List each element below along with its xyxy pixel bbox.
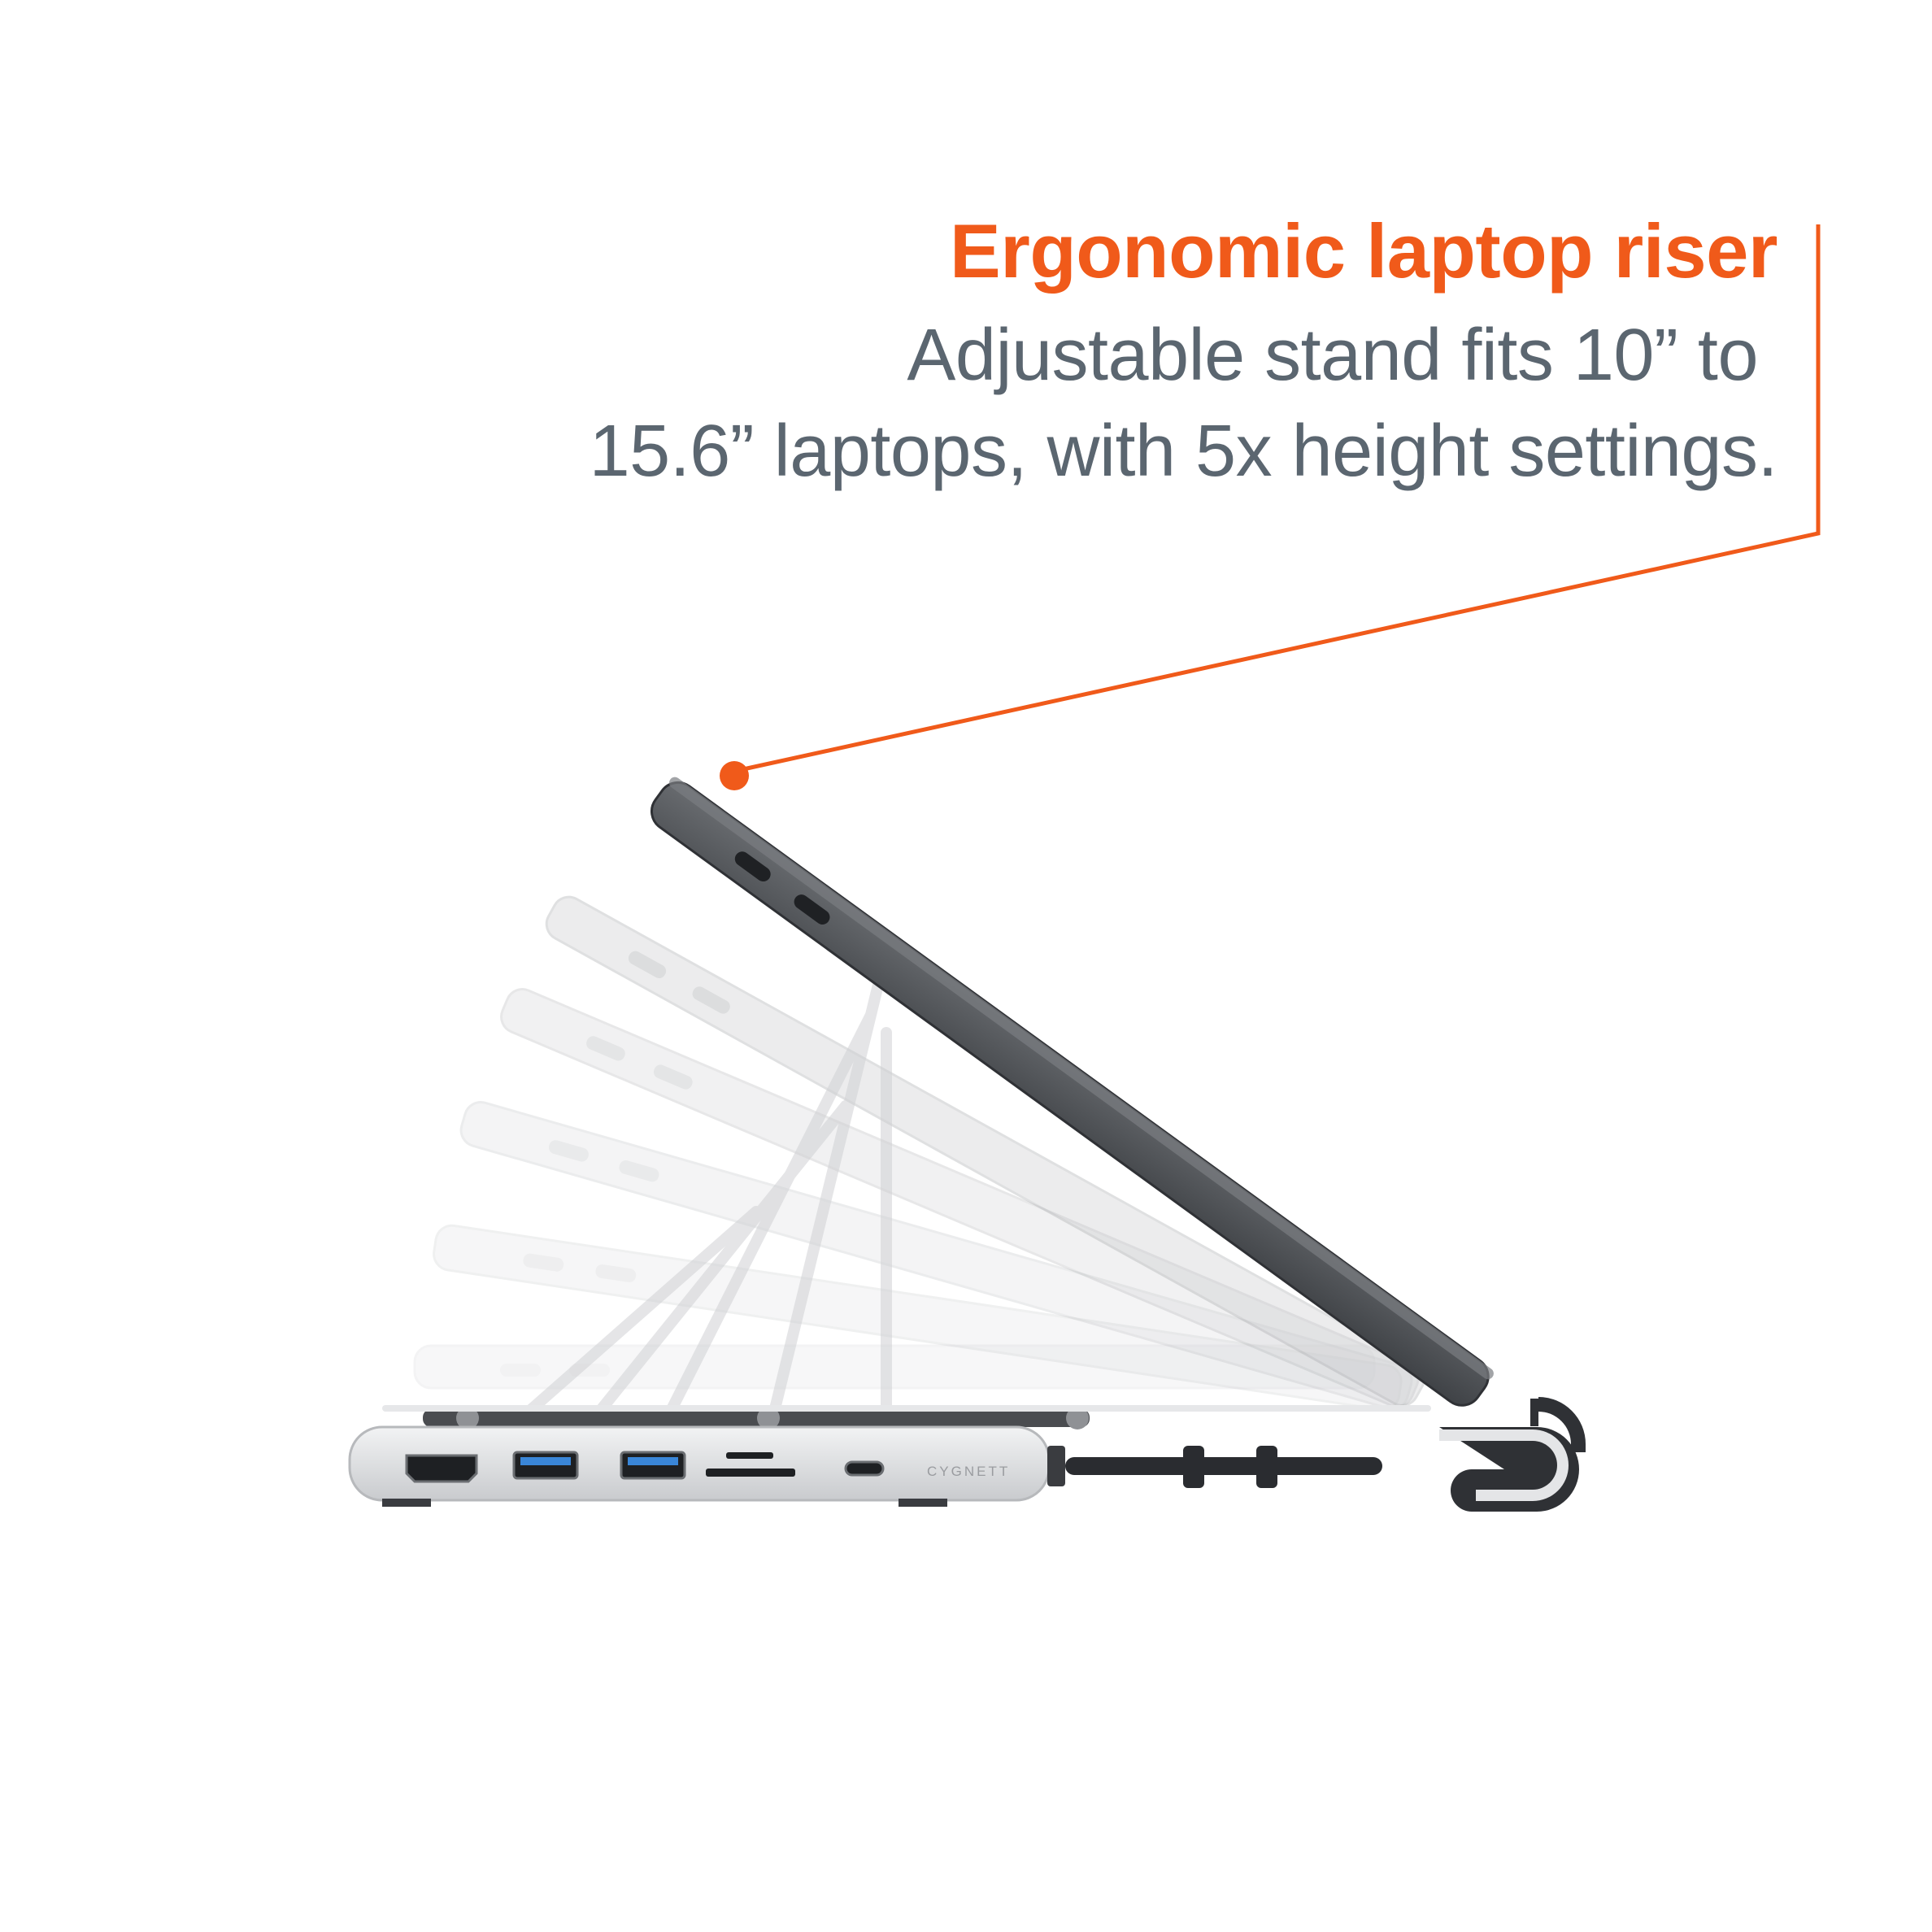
sd-card-slot-icon (706, 1452, 795, 1477)
laptop-ghost-4 (545, 895, 1426, 1407)
usb-hub-base: CYGNETT (348, 1425, 1051, 1507)
laptop-ghost-2 (459, 1101, 1413, 1410)
height-settings-ghosts (413, 895, 1426, 1433)
usb-a-port-icon (512, 1451, 579, 1480)
laptop-ghost-1 (433, 1224, 1403, 1412)
laptop-ghost-flat (413, 1344, 1376, 1390)
hdmi-port-icon (405, 1454, 478, 1483)
laptop-ghost-3 (500, 988, 1420, 1408)
usb-a-port-icon (620, 1451, 686, 1480)
usb-c-port-icon (794, 894, 830, 925)
stand-legs (515, 946, 892, 1433)
subtext-line-2: 15.6” laptops, with 5x height settings. (589, 411, 1778, 492)
headline: Ergonomic laptop riser (950, 208, 1778, 294)
usb-c-port-icon (734, 851, 771, 882)
usb-c-port-icon (844, 1460, 885, 1477)
subtext-line-1: Adjustable stand fits 10” to (907, 315, 1758, 396)
laptop-raised (650, 777, 1494, 1407)
callout-leader (720, 224, 1821, 790)
brand-label: CYGNETT (927, 1464, 1010, 1479)
stand-top-plate (382, 1405, 1431, 1429)
stand-hinge-foot (1047, 1397, 1586, 1512)
